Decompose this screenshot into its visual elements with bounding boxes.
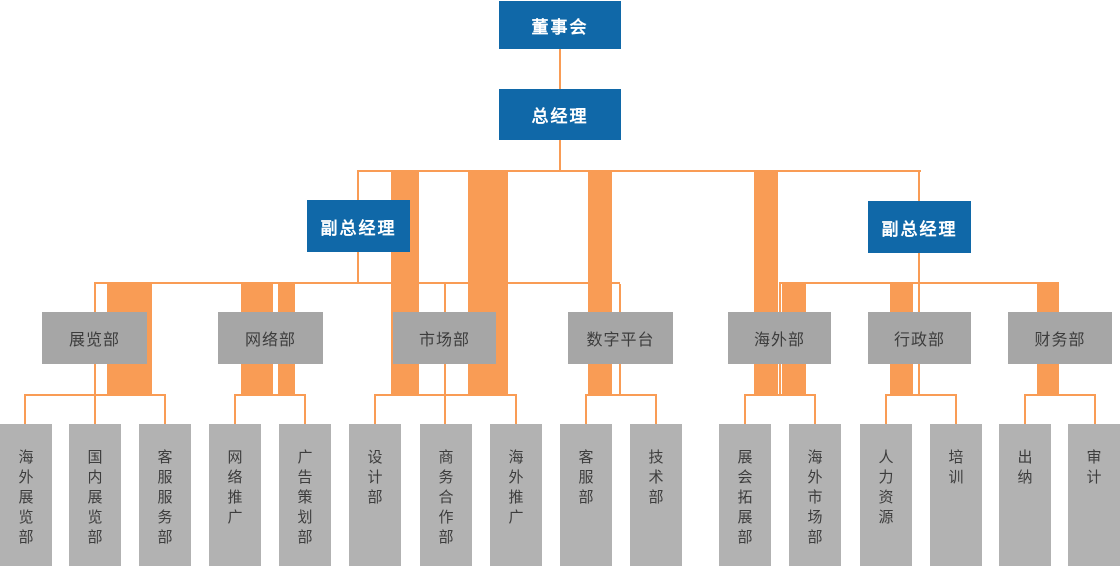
connector-line [304, 396, 306, 424]
node-network-dept: 网络部 [218, 312, 323, 364]
leaf-label: 展会拓展部 [737, 449, 753, 546]
connector-line [94, 282, 620, 284]
connector-line [585, 396, 587, 424]
node-deputy-general-manager-right: 副总经理 [868, 201, 971, 253]
connector-line [1057, 284, 1059, 312]
node-design-dept: 设计部 [349, 424, 401, 566]
connector-line [24, 394, 166, 396]
leaf-label: 海外推广 [508, 449, 524, 526]
node-domestic-exhibition-dept: 国内展览部 [69, 424, 121, 566]
connector-line [1094, 396, 1096, 424]
node-deputy-general-manager-left: 副总经理 [307, 200, 410, 252]
leaf-label: 审计 [1086, 449, 1102, 486]
connector-line [444, 284, 446, 312]
connector-line [269, 364, 271, 396]
connector-line [357, 170, 921, 172]
node-network-promotion: 网络推广 [209, 424, 261, 566]
connector-line [1057, 364, 1059, 396]
node-cashier: 出纳 [999, 424, 1051, 566]
connector-line [94, 284, 96, 312]
leaf-label: 网络推广 [227, 449, 243, 526]
connector-line [744, 394, 816, 396]
node-customer-service-dept: 客服服务部 [139, 424, 191, 566]
connector-line [655, 396, 657, 424]
node-digital-platform: 数字平台 [568, 312, 673, 364]
node-customer-service: 客服部 [560, 424, 612, 566]
connector-line [357, 252, 359, 283]
connector-line [955, 396, 957, 424]
node-exhibition-expansion-dept: 展会拓展部 [719, 424, 771, 566]
node-business-cooperation-dept: 商务合作部 [420, 424, 472, 566]
leaf-label: 人力资源 [878, 449, 894, 526]
connector-line [559, 49, 561, 90]
connector-line [918, 172, 920, 201]
connector-line [515, 396, 517, 424]
connector-line [918, 364, 920, 396]
connector-line [918, 253, 920, 283]
connector-line [619, 364, 621, 396]
node-exhibition-dept: 展览部 [42, 312, 147, 364]
leaf-label: 出纳 [1017, 449, 1033, 486]
leaf-label: 培训 [948, 449, 964, 486]
node-overseas-dept: 海外部 [728, 312, 831, 364]
leaf-label: 设计部 [367, 449, 383, 506]
node-finance-dept: 财务部 [1008, 312, 1112, 364]
node-human-resources: 人力资源 [860, 424, 912, 566]
connector-line [779, 284, 781, 312]
connector-line [885, 396, 887, 424]
leaf-label: 海外展览部 [18, 449, 34, 546]
connector-line [164, 396, 166, 424]
connector-line [918, 284, 920, 312]
leaf-label: 商务合作部 [438, 449, 454, 546]
node-administration-dept: 行政部 [868, 312, 971, 364]
connector-line [374, 394, 517, 396]
node-general-manager: 总经理 [499, 89, 621, 140]
connector-line [779, 282, 1059, 284]
node-overseas-exhibition-dept: 海外展览部 [0, 424, 52, 566]
node-board-of-directors: 董事会 [499, 1, 621, 49]
connector-line [269, 284, 271, 312]
connector-line [24, 396, 26, 424]
connector-line [814, 396, 816, 424]
connector-line [619, 284, 621, 312]
connector-line [779, 364, 781, 396]
leaf-label: 客服服务部 [157, 449, 173, 546]
connector-line [1024, 396, 1026, 424]
connector-line [559, 140, 561, 172]
connector-line [744, 396, 746, 424]
leaf-label: 海外市场部 [807, 449, 823, 546]
node-audit: 审计 [1068, 424, 1120, 566]
node-technology-dept: 技术部 [630, 424, 682, 566]
node-training: 培训 [930, 424, 982, 566]
connector-line [234, 396, 236, 424]
leaf-label: 客服部 [578, 449, 594, 506]
connector-line [357, 172, 359, 200]
connector-line [585, 394, 657, 396]
connector-line [1024, 394, 1096, 396]
node-ad-planning-dept: 广告策划部 [279, 424, 331, 566]
node-marketing-dept: 市场部 [393, 312, 496, 364]
connector-line [234, 394, 306, 396]
connector-line [374, 396, 376, 424]
node-overseas-market-dept: 海外市场部 [789, 424, 841, 566]
leaf-label: 国内展览部 [87, 449, 103, 546]
leaf-label: 广告策划部 [297, 449, 313, 546]
connector-line [885, 394, 957, 396]
node-overseas-promotion: 海外推广 [490, 424, 542, 566]
leaf-label: 技术部 [648, 449, 664, 506]
